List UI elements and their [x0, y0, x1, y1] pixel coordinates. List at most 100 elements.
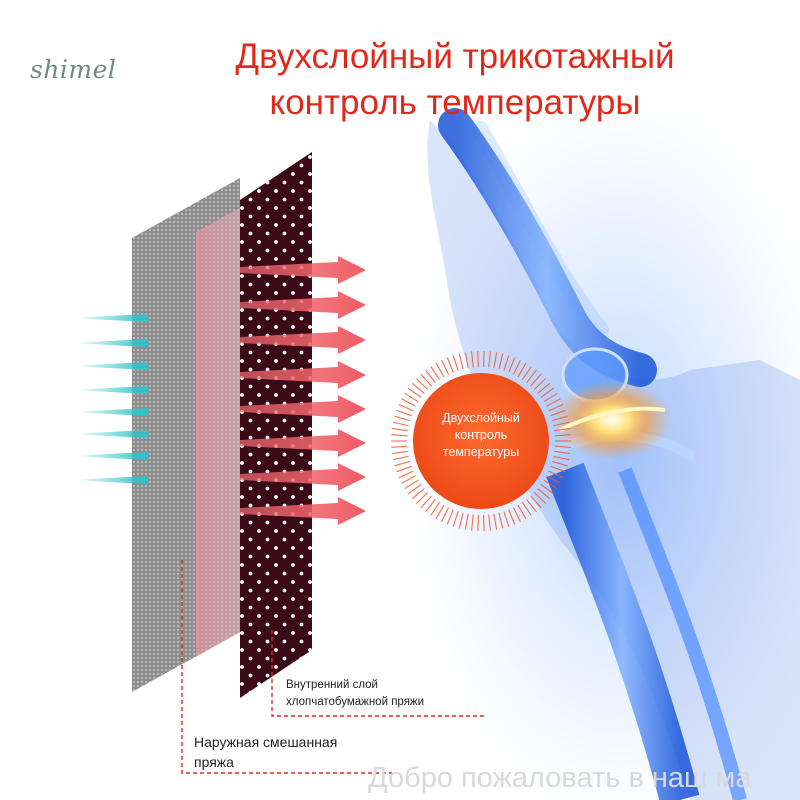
badge-ray	[530, 373, 542, 387]
badge-ray	[553, 455, 570, 461]
badge-ray	[394, 460, 411, 467]
badge-text: Двухслойный контроль температуры	[420, 410, 542, 461]
badge-ray	[533, 492, 547, 504]
badge-ray	[441, 507, 450, 523]
badge-ray	[396, 409, 412, 417]
badge-ray	[508, 509, 516, 525]
badge-ray	[533, 378, 547, 390]
badge-ray	[458, 512, 464, 529]
inner-layer-label-line-1: Внутренний слой	[286, 679, 378, 691]
badge-ray	[508, 357, 516, 373]
badge-ray	[483, 514, 485, 531]
badge-ray	[477, 351, 479, 368]
badge-ray	[546, 398, 561, 407]
badge-ray	[551, 460, 568, 467]
badge-ray	[404, 392, 419, 403]
badge-ray	[543, 479, 558, 490]
badge-ray	[446, 509, 454, 525]
badge-ray	[554, 427, 571, 432]
badge-ray	[435, 362, 445, 378]
badge-ray	[540, 484, 555, 495]
cool-air-arrows	[72, 314, 148, 484]
headline-line-1: Двухслойный трикотажный	[235, 37, 675, 76]
badge-ray	[401, 475, 416, 484]
badge-ray	[477, 514, 479, 531]
badge-ray	[548, 403, 564, 412]
badge-ray	[548, 470, 564, 479]
badge-ray	[546, 475, 561, 484]
badge-ray	[550, 465, 566, 473]
badge-ray	[464, 513, 469, 530]
knee-joint-illustration	[400, 108, 800, 800]
badge-ray	[411, 382, 425, 394]
footer-welcome-text: Добро пожаловать в наш ма	[368, 762, 752, 794]
badge-ray	[503, 355, 510, 371]
badge-ray	[396, 465, 412, 473]
badge-ray	[553, 421, 570, 427]
badge-ray	[425, 369, 436, 384]
badge-ray	[543, 392, 558, 403]
badge-ray	[551, 415, 568, 422]
badge-ray	[517, 362, 527, 378]
badge-ray	[391, 450, 408, 455]
badge-ray	[493, 513, 498, 530]
badge-ray	[526, 498, 537, 513]
badge-ray	[458, 353, 464, 370]
badge-ray	[526, 369, 537, 384]
badge-ray	[452, 511, 459, 527]
badge-ray	[415, 492, 429, 504]
heat-radiating-badge	[391, 351, 571, 531]
badge-ray	[430, 366, 441, 380]
badge-ray	[404, 479, 419, 490]
badge-ray	[398, 470, 414, 479]
badge-ray	[391, 427, 408, 432]
badge-ray	[425, 498, 436, 513]
heat-arrows	[240, 256, 366, 525]
badge-ray	[483, 351, 485, 368]
brand-logo: shimel	[30, 55, 117, 84]
badge-ray	[493, 352, 498, 369]
badge-ray	[430, 502, 441, 516]
outer-layer-label: Наружная смешанная пряжа	[194, 732, 337, 772]
headline-line-2: контроль температуры	[269, 83, 641, 122]
badge-ray	[464, 352, 469, 369]
badge-ray	[512, 359, 521, 375]
badge-ray	[398, 403, 414, 412]
badge-ray	[554, 445, 571, 448]
badge-ray	[550, 409, 566, 417]
badge-ray	[407, 387, 422, 398]
badge-ray	[521, 502, 532, 516]
badge-ray	[503, 511, 510, 527]
badge-ray	[498, 512, 504, 529]
badge-ray	[554, 434, 571, 437]
badge-ray	[471, 514, 474, 531]
badge-ray	[537, 382, 551, 394]
badge-line-2: контроль	[454, 428, 508, 442]
badge-ray	[441, 359, 450, 375]
fabric-layer-diagram	[72, 152, 484, 774]
badge-ray	[498, 353, 504, 370]
inner-layer-label-line-2: хлопчатобумажной пряжи	[286, 696, 425, 708]
badge-ray	[446, 357, 454, 373]
badge-ray	[435, 504, 445, 520]
badge-ray	[488, 514, 491, 531]
leader-lines	[181, 560, 484, 774]
badge-ray	[512, 507, 521, 523]
badge-ray	[420, 373, 432, 387]
badge-ray	[391, 434, 408, 437]
badge-ray	[471, 351, 474, 368]
badge-ray	[391, 445, 408, 448]
badge-ray	[392, 455, 409, 461]
badge-ray	[394, 415, 411, 422]
inner-layer-label: Внутренний слой хлопчатобумажной пряжи	[286, 677, 424, 711]
outer-layer-label-line-2: пряжа	[194, 754, 234, 770]
badge-ray	[407, 484, 422, 495]
badge-line-1: Двухслойный	[442, 411, 520, 425]
badge-ray	[392, 421, 409, 427]
outer-layer-label-line-1: Наружная смешанная	[194, 734, 338, 750]
badge-ray	[540, 387, 555, 398]
badge-ray	[554, 450, 571, 455]
badge-ray	[521, 366, 532, 380]
